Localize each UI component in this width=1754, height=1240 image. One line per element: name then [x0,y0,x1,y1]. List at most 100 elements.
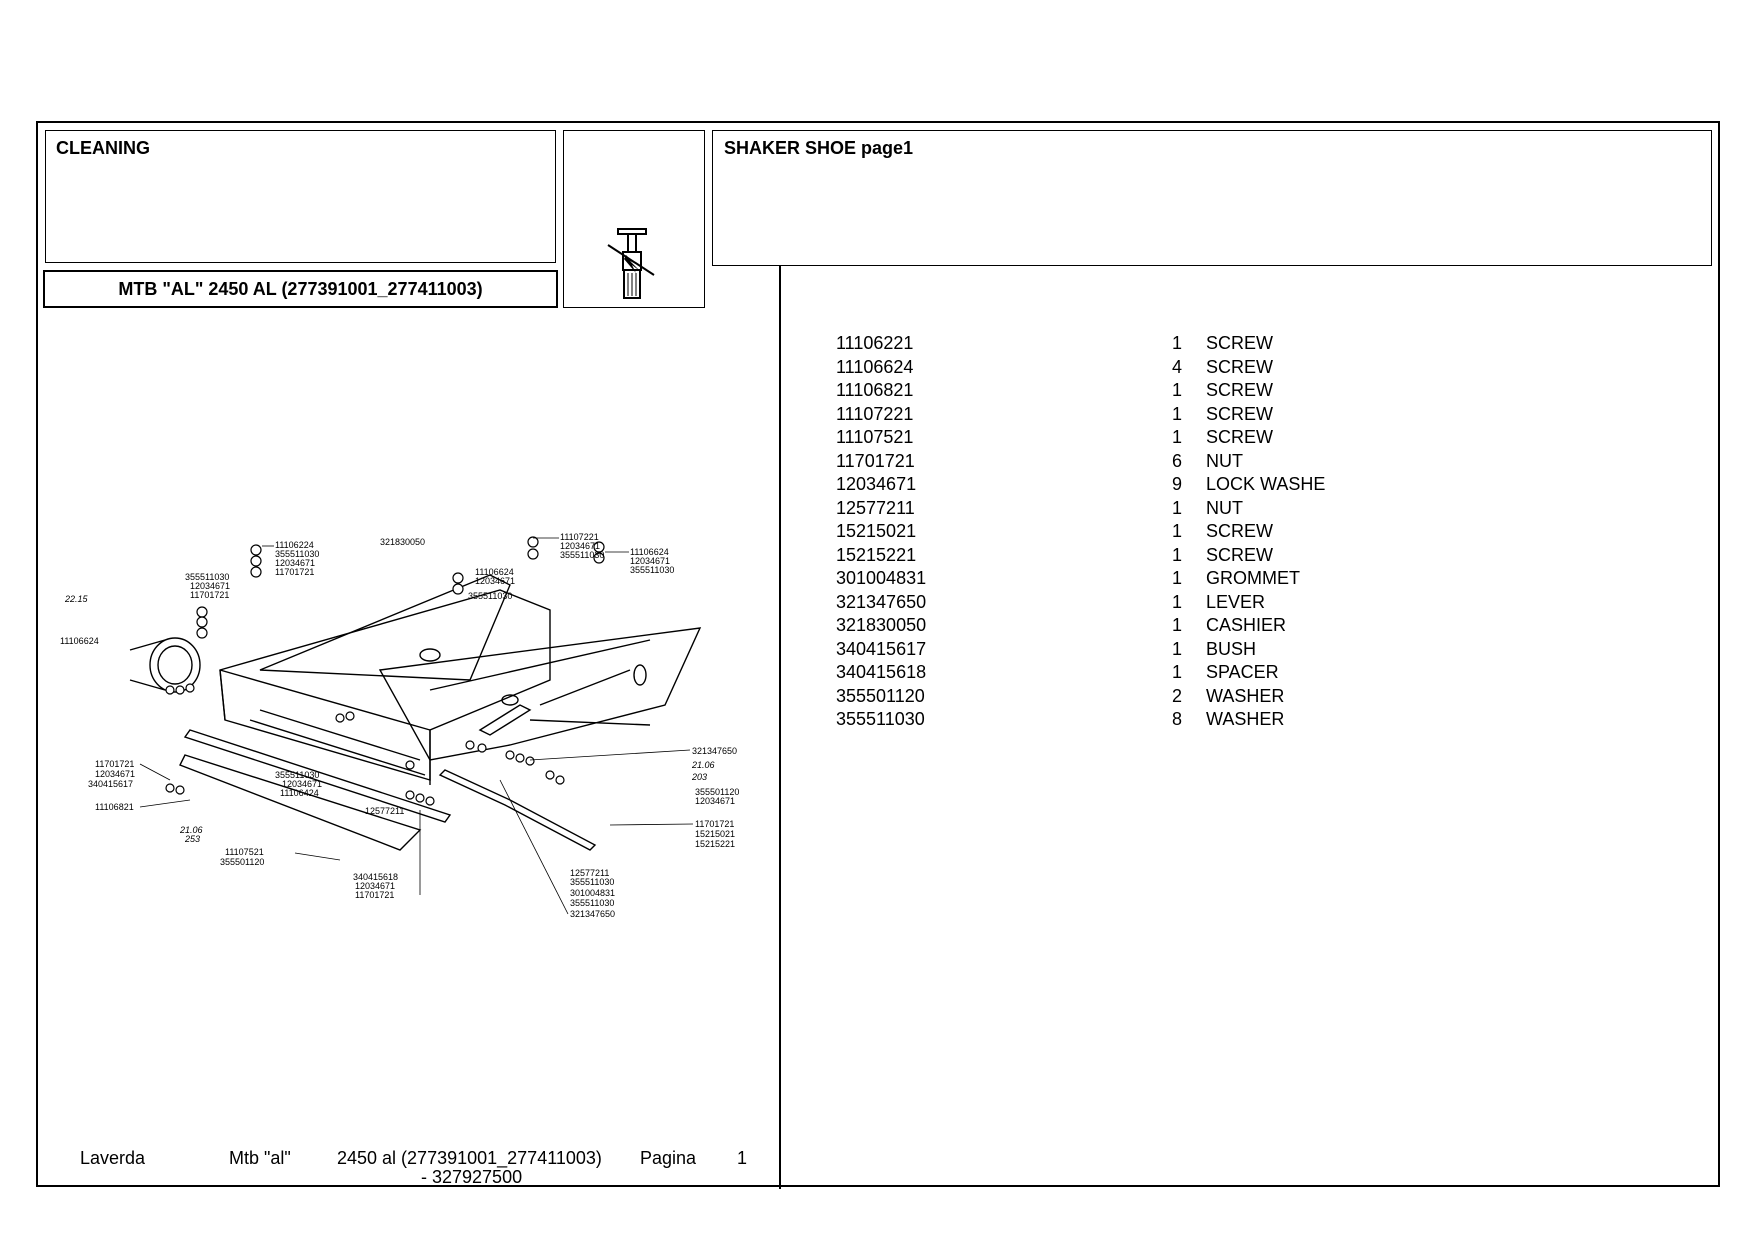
diagram-label: 11106624 [60,636,99,646]
diagram-label: 11107521 [225,847,264,857]
exploded-diagram: 11106224 355511030 12034671 11701721 321… [60,532,739,919]
part-qty: 4 [1172,356,1183,377]
diagram-label: 355511030 [570,898,614,908]
diagram-label: 12034671 [695,796,735,806]
part-qty: 1 [1172,568,1183,588]
diagram-label: 12034671 [190,581,230,591]
diagram-label: 21.06 [691,760,715,770]
diagram-label: 11701721 [95,759,134,769]
diagram-label: 11701721 [275,567,314,577]
part-qty: 1 [1172,615,1183,635]
footer-variant: 2450 al (277391001_277411003) [337,1148,602,1168]
part-number: 12034671 [836,474,917,494]
diagram-label: 11106224 [275,540,314,550]
part-number: 15215221 [836,544,917,565]
part-desc: NUT [1206,450,1243,471]
part-number: 301004831 [836,568,927,588]
diagram-label: 12034671 [560,541,600,551]
part-number: 11106821 [836,380,914,400]
part-desc: BUSH [1206,638,1257,659]
part-desc: NUT [1206,497,1243,518]
diagram-label: 355511030 [570,877,614,887]
part-qty: 2 [1172,685,1183,706]
diagram-label: 203 [691,772,707,782]
part-number: 11107521 [836,427,914,447]
part-qty: 1 [1172,591,1183,612]
model-title: MTB "AL" 2450 AL (277391001_277411003) [118,279,483,299]
part-desc: SCREW [1206,403,1273,424]
diagram-label: 321347650 [692,746,737,756]
parts-list: 11106221 1 SCREW 11106624 4 SCREW 111068… [836,333,1536,753]
part-qty: 1 [1172,403,1183,424]
part-number: 12577211 [836,497,915,518]
part-number: 355511030 [836,709,925,729]
footer-model: Mtb "al" [229,1148,291,1168]
diagram-label: 355511030 [185,572,229,582]
part-desc: LOCK WASHE [1206,474,1326,494]
diagram-label: 355501120 [695,787,739,797]
diagram-label: 12034671 [355,881,395,891]
part-qty: 1 [1172,427,1183,447]
diagram-label: 12034671 [630,556,670,566]
footer-variant-line2: - 327927500 [421,1167,523,1187]
diagram-label: 301004831 [570,888,615,898]
part-qty: 1 [1172,497,1183,518]
spark-plug-icon [604,227,664,312]
part-number: 11106221 [836,333,914,353]
part-number: 340415618 [836,662,927,682]
diagram-label: 340415617 [88,779,133,789]
part-desc: LEVER [1206,591,1266,612]
part-desc: SCREW [1206,544,1273,565]
diagram-label: 11701721 [695,819,734,829]
diagram-label: 340415618 [353,872,398,882]
diagram-label: 355511030 [560,550,604,560]
part-desc: SCREW [1206,380,1273,400]
part-qty: 8 [1172,709,1183,729]
part-qty: 9 [1172,474,1183,494]
part-number: 340415617 [836,638,927,659]
part-desc: WASHER [1206,709,1285,729]
part-qty: 1 [1172,333,1183,353]
part-qty: 6 [1172,450,1183,471]
part-number: 321347650 [836,591,927,612]
section-title-box: CLEANING [45,130,556,263]
part-qty: 1 [1172,521,1183,541]
diagram-label: 12577211 [570,868,609,878]
diagram-label: 12034671 [275,558,315,568]
part-number: 355501120 [836,685,925,706]
part-desc: SCREW [1206,427,1273,447]
diagram-label: 12577211 [365,806,404,816]
diagram-label: 12034671 [282,779,322,789]
diagram-label: 11106424 [280,788,319,798]
diagram-label: 12034671 [475,576,515,586]
part-number: 11701721 [836,450,915,471]
part-desc: SCREW [1206,356,1273,377]
part-number: 321830050 [836,615,927,635]
diagram-label: 355511030 [468,591,512,601]
diagram-label: 355511030 [275,549,319,559]
part-desc: GROMMET [1206,568,1300,588]
diagram-label: 22.15 [64,594,89,604]
part-qty: 1 [1172,662,1183,682]
diagram-label: 11106821 [95,802,134,812]
diagram-label: 11106624 [630,547,669,557]
icon-box [563,130,705,308]
part-number: 11106624 [836,356,914,377]
diagram-label: 21.06 [179,825,203,835]
part-desc: SPACER [1206,662,1279,682]
footer-page-label: Pagina [640,1148,697,1168]
diagram-label: 355501120 [220,857,264,867]
page-frame [36,121,1720,1187]
diagram-label: 321347650 [570,909,615,919]
part-qty: 1 [1172,380,1183,400]
part-number: 11107221 [836,403,914,424]
part-desc: SCREW [1206,333,1273,353]
part-desc: SCREW [1206,521,1273,541]
diagram-label: 11701721 [355,890,394,900]
part-desc: WASHER [1206,685,1285,706]
diagram-label: 355511030 [630,565,674,575]
diagram-label: 12034671 [95,769,135,779]
diagram-label: 355511030 [275,770,319,780]
diagram-label: 321830050 [380,537,425,547]
part-number: 15215021 [836,521,917,541]
